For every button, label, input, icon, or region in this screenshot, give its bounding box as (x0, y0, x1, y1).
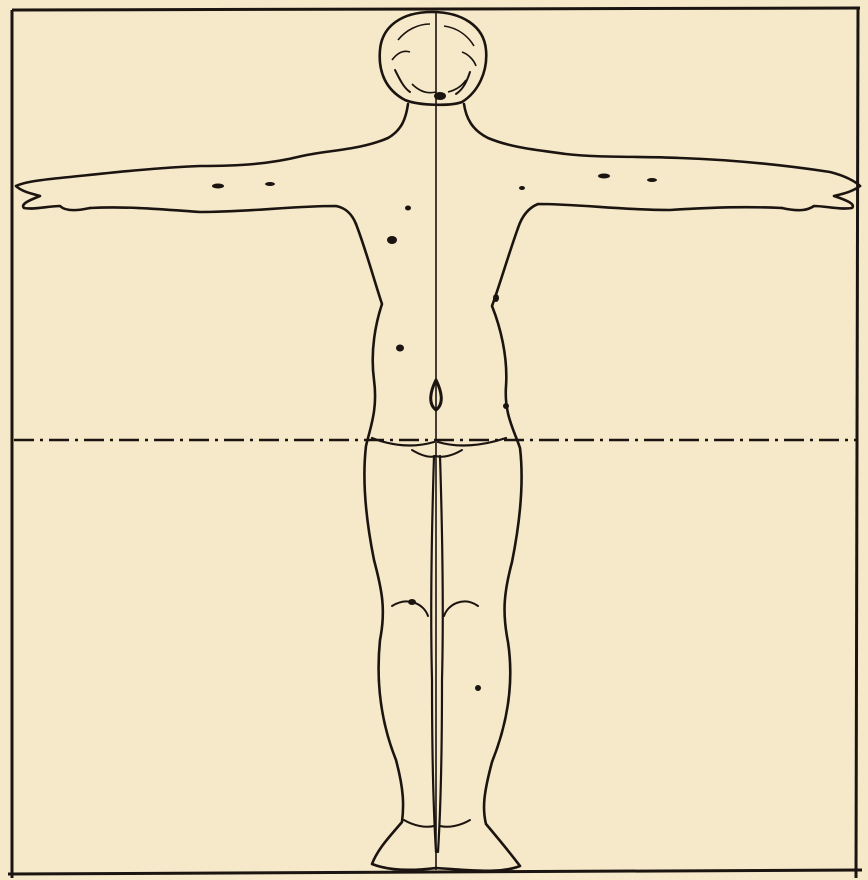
figure-calf-contours (392, 601, 478, 616)
figure-right-hand (782, 186, 860, 210)
figure-right-arm-lower-edge (518, 204, 782, 228)
figure-shading-marks (212, 92, 657, 691)
figure-heel-contours (404, 820, 470, 827)
figure-pubic-shadow (412, 450, 462, 457)
figure-left-arm-upper-edge (16, 104, 408, 186)
figure-right-arm-upper-edge (464, 104, 860, 186)
figure-hair (392, 24, 476, 93)
figure-ears (395, 70, 470, 94)
frame-top-edge (12, 8, 860, 10)
frame-square (8, 8, 862, 878)
figure-left-arm-lower-edge (90, 206, 356, 224)
frame-right-edge (856, 8, 858, 878)
frame-bottom-edge (8, 870, 862, 874)
figure-left-body-outline (356, 224, 436, 870)
figure-left-hand (16, 186, 90, 210)
human-figure-back-view (16, 12, 860, 871)
figure-inner-right-leg (438, 456, 443, 852)
figure-right-body-outline (436, 228, 522, 871)
